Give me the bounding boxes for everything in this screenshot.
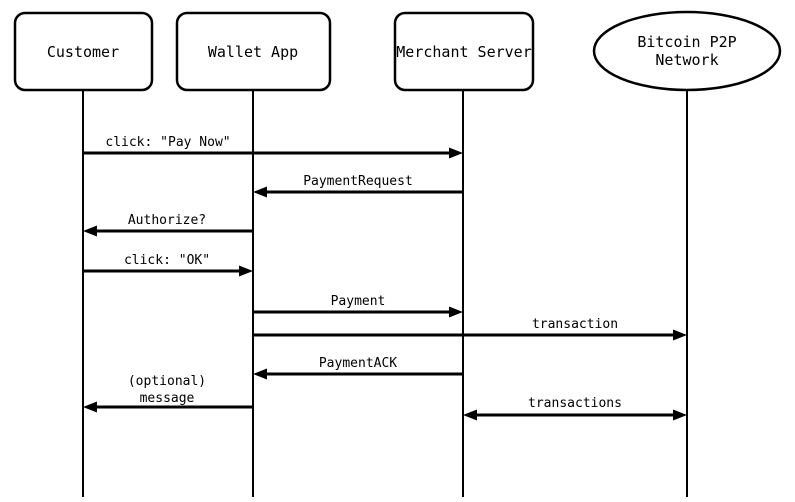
participant-merchant-server: Merchant Server (393, 11, 535, 92)
arrowhead-right-icon (449, 147, 463, 159)
msg-optional-message-label-line2: message (140, 391, 195, 406)
participant-wallet-app: Wallet App (175, 11, 332, 92)
participant-customer-box (13, 11, 154, 92)
msg-click-ok-label: click: "OK" (124, 253, 210, 268)
msg-transaction-label: transaction (532, 317, 618, 332)
participant-bitcoin-p2p-network-label-line2: Network (655, 51, 718, 69)
arrowhead-left-icon (253, 368, 267, 380)
msg-transaction: transaction (253, 317, 687, 341)
msg-authorize-label: Authorize? (128, 213, 206, 228)
msg-optional-message-label-line1: (optional) (128, 374, 206, 389)
msg-payment-ack: PaymentACK (253, 356, 463, 380)
arrowhead-right-icon (239, 265, 253, 277)
participant-customer-label: Customer (47, 43, 119, 61)
msg-payment-ack-label: PaymentACK (319, 356, 397, 371)
participant-customer: Customer (13, 11, 154, 92)
msg-click-ok: click: "OK" (83, 253, 253, 277)
participant-wallet-app-label: Wallet App (208, 43, 298, 61)
participant-bitcoin-p2p-network: Bitcoin P2P Network (592, 10, 782, 92)
participant-merchant-server-box (393, 11, 535, 92)
participant-merchant-server-label: Merchant Server (396, 43, 531, 61)
msg-payment-label: Payment (331, 294, 386, 309)
msg-authorize: Authorize? (83, 213, 253, 237)
msg-click-pay-now: click: "Pay Now" (83, 135, 463, 159)
participant-wallet-app-box (175, 11, 332, 92)
arrowhead-left-icon (253, 186, 267, 198)
arrowhead-left-icon (83, 225, 97, 237)
arrowhead-left-icon (463, 409, 477, 421)
participant-bitcoin-p2p-network-ellipse (592, 10, 782, 92)
participant-bitcoin-p2p-network-label-line1: Bitcoin P2P (637, 33, 736, 51)
msg-transactions-label: transactions (528, 396, 622, 411)
arrowhead-left-icon (83, 401, 97, 413)
msg-payment-request: PaymentRequest (253, 174, 463, 198)
msg-payment: Payment (253, 294, 463, 318)
msg-payment-request-label: PaymentRequest (303, 174, 413, 189)
arrowhead-right-icon (673, 329, 687, 341)
msg-transactions: transactions (463, 396, 687, 421)
arrowhead-right-icon (673, 409, 687, 421)
msg-click-pay-now-label: click: "Pay Now" (105, 135, 230, 150)
arrowhead-right-icon (449, 306, 463, 318)
msg-optional-message: (optional) message (83, 374, 253, 413)
